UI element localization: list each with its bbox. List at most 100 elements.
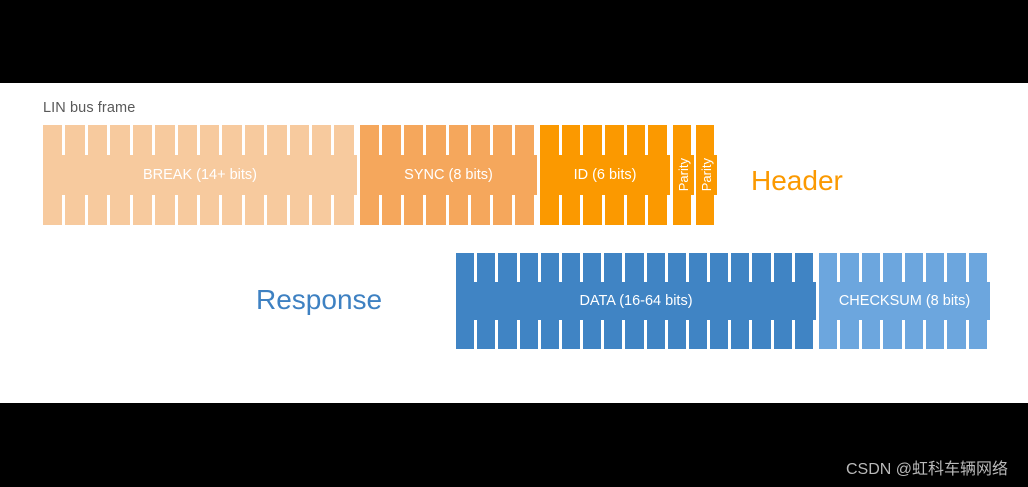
pulse-top-segment bbox=[773, 253, 792, 282]
frame-field-id: ID (6 bits) bbox=[540, 125, 670, 225]
bit-pulse bbox=[199, 125, 220, 225]
pulse-top-segment bbox=[498, 253, 517, 282]
pulse-top-segment bbox=[731, 253, 750, 282]
bit-pulse bbox=[794, 253, 813, 349]
bit-pulse bbox=[334, 125, 354, 225]
pulse-top-segment bbox=[199, 125, 220, 155]
bit-pulse bbox=[155, 125, 175, 225]
pulse-top-segment bbox=[883, 253, 902, 282]
pulse-top-segment bbox=[222, 125, 242, 155]
pulse-top-segment bbox=[404, 125, 424, 155]
diagram-canvas: LIN bus frame Header Response BREAK (14+… bbox=[0, 83, 1028, 403]
bit-pulse bbox=[646, 253, 665, 349]
pulse-top-segment bbox=[605, 125, 624, 155]
pulse-bottom-segment bbox=[794, 320, 813, 349]
bit-pulse bbox=[540, 125, 559, 225]
pulse-bottom-segment bbox=[519, 320, 538, 349]
bit-pulse bbox=[540, 253, 559, 349]
bit-pulse bbox=[448, 125, 468, 225]
pulse-bottom-segment bbox=[456, 320, 475, 349]
pulse-bottom-segment bbox=[648, 195, 668, 225]
pulse-top-segment bbox=[514, 125, 534, 155]
pulse-bottom-segment bbox=[334, 195, 354, 225]
pulse-top-segment bbox=[470, 125, 490, 155]
bit-pulse bbox=[382, 125, 402, 225]
pulse-top-segment bbox=[561, 125, 581, 155]
pulse-top-segment bbox=[752, 253, 771, 282]
pulse-bottom-segment bbox=[155, 195, 175, 225]
bit-pulse bbox=[626, 125, 646, 225]
pulse-top-segment bbox=[688, 253, 708, 282]
pulse-top-segment bbox=[519, 253, 538, 282]
pulse-bottom-segment bbox=[583, 320, 602, 349]
bit-pulse bbox=[605, 125, 624, 225]
pulse-bottom-segment bbox=[312, 195, 332, 225]
pulse-top-segment bbox=[540, 253, 559, 282]
pulse-bottom-segment bbox=[604, 320, 623, 349]
pulse-top-segment bbox=[667, 253, 686, 282]
pulse-bottom-segment bbox=[696, 195, 714, 225]
frame-field-data: DATA (16-64 bits) bbox=[456, 253, 816, 349]
pulse-top-segment bbox=[43, 125, 63, 155]
pulse-top-segment bbox=[646, 253, 665, 282]
bit-pulse bbox=[87, 125, 108, 225]
letterbox-top bbox=[0, 0, 1028, 83]
frame-field-parity1: Parity bbox=[673, 125, 694, 225]
pulse-top-segment bbox=[477, 253, 496, 282]
pulse-top-segment bbox=[65, 125, 85, 155]
bit-pulse bbox=[696, 125, 714, 225]
pulse-top-segment bbox=[456, 253, 475, 282]
pulse-top-segment bbox=[312, 125, 332, 155]
bit-pulse bbox=[861, 253, 881, 349]
pulse-top-segment bbox=[925, 253, 945, 282]
pulse-bottom-segment bbox=[177, 195, 197, 225]
bit-pulse bbox=[773, 253, 792, 349]
pulse-top-segment bbox=[696, 125, 714, 155]
pulse-top-segment bbox=[904, 253, 923, 282]
pulse-bottom-segment bbox=[646, 320, 665, 349]
bit-pulse bbox=[904, 253, 923, 349]
pulse-bottom-segment bbox=[925, 320, 945, 349]
header-section-title: Header bbox=[751, 165, 843, 196]
pulse-top-segment bbox=[968, 253, 987, 282]
bit-pulse bbox=[583, 125, 603, 225]
frame-field-checksum: CHECKSUM (8 bits) bbox=[819, 253, 990, 349]
pulse-top-segment bbox=[132, 125, 153, 155]
bit-pulse bbox=[470, 125, 490, 225]
pulse-top-segment bbox=[583, 125, 603, 155]
bit-pulse bbox=[583, 253, 602, 349]
bit-pulse bbox=[731, 253, 750, 349]
bit-pulse bbox=[514, 125, 534, 225]
pulse-top-segment bbox=[155, 125, 175, 155]
bit-pulse bbox=[404, 125, 424, 225]
pulse-bottom-segment bbox=[673, 195, 691, 225]
bit-pulse bbox=[110, 125, 130, 225]
pulse-top-segment bbox=[540, 125, 559, 155]
pulse-bottom-segment bbox=[477, 320, 496, 349]
pulse-bottom-segment bbox=[514, 195, 534, 225]
bit-pulse bbox=[561, 125, 581, 225]
pulse-bottom-segment bbox=[605, 195, 624, 225]
watermark-text: CSDN @虹科车辆网络 bbox=[845, 461, 1008, 478]
bit-pulse bbox=[244, 125, 265, 225]
pulse-bottom-segment bbox=[773, 320, 792, 349]
bit-pulse bbox=[667, 253, 686, 349]
frame-field-break: BREAK (14+ bits) bbox=[43, 125, 357, 225]
pulse-bottom-segment bbox=[470, 195, 490, 225]
pulse-top-segment bbox=[334, 125, 354, 155]
pulse-bottom-segment bbox=[583, 195, 603, 225]
pulse-bottom-segment bbox=[710, 320, 729, 349]
bit-pulse bbox=[267, 125, 287, 225]
pulse-bottom-segment bbox=[883, 320, 902, 349]
pulse-bottom-segment bbox=[904, 320, 923, 349]
pulse-bottom-segment bbox=[840, 320, 859, 349]
pulse-top-segment bbox=[626, 125, 646, 155]
pulse-bottom-segment bbox=[688, 320, 708, 349]
pulse-bottom-segment bbox=[947, 320, 966, 349]
pulse-top-segment bbox=[110, 125, 130, 155]
pulse-bottom-segment bbox=[382, 195, 402, 225]
pulse-top-segment bbox=[840, 253, 859, 282]
response-section-title: Response bbox=[256, 284, 383, 315]
pulse-bottom-segment bbox=[626, 195, 646, 225]
